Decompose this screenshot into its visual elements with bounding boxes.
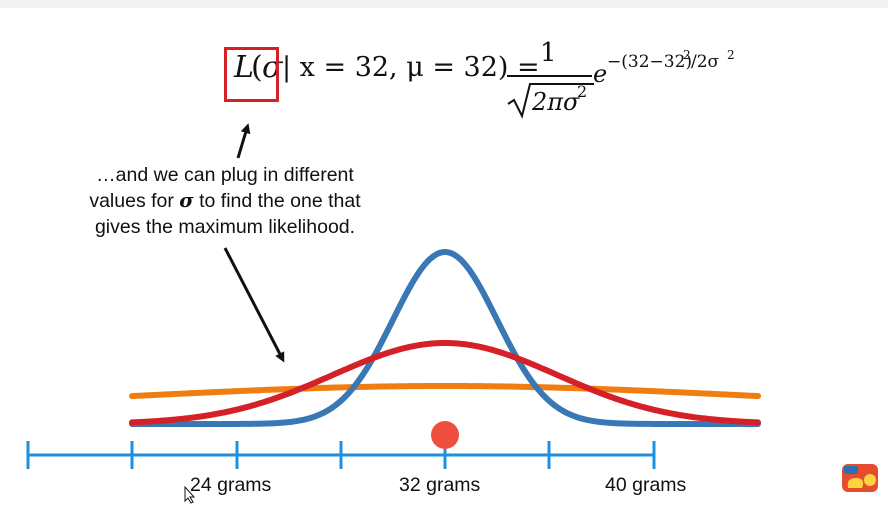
formula-exponent-rest: /2σ [691,52,720,72]
formula-condition: | x = 32, μ = 32) = [282,52,540,83]
likelihood-formula: L ( σ | x = 32, μ = 32) = 1 2πσ 2 e −(32… [0,0,888,140]
axis-label-24: 24 grams [190,474,272,496]
sqrt-sign-icon [507,83,594,119]
top-bar [0,0,888,8]
axis-ticks [26,441,656,469]
arrow-to-sigma [236,123,251,159]
formula-e: e [593,60,608,88]
caption-line-2: values for σ to find the one that [89,189,361,212]
formula-exponent: −(32−32) [607,52,693,72]
arrow-to-curve [223,247,285,363]
blue-curve [129,249,761,427]
caption-line-1: …and we can plug in different [96,164,354,186]
formula-exponent-sup: 2 [683,48,691,62]
caption-line-3: gives the maximum likelihood. [94,216,356,238]
orange-curve [129,383,761,400]
formula-exponent-sup2: 2 [727,48,735,62]
fraction-bar [507,75,592,77]
explanation-caption: …and we can plug in different values for… [55,162,395,240]
mouse-cursor-icon [184,486,196,504]
formula-numerator: 1 [540,38,557,68]
caption-sigma: σ [179,189,194,212]
formula-L: L [234,50,254,85]
red-curve [129,340,761,426]
axis-label-40: 40 grams [605,474,687,496]
formula-paren: ( [251,50,263,85]
formula-denominator-exp: 2 [577,82,588,101]
formula-denominator: 2πσ [532,88,580,116]
data-point [431,421,459,449]
axis-label-32: 32 grams [399,474,481,496]
sigma-highlight-box [224,47,279,102]
statquest-logo [842,464,878,492]
